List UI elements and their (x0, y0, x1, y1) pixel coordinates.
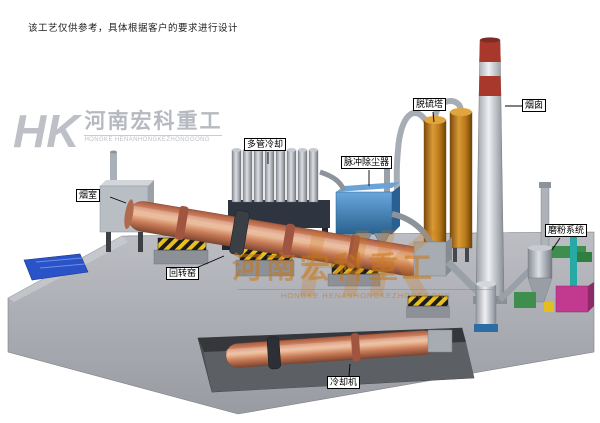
leader-lines (109, 105, 561, 377)
label-smoke-chamber: 烟室 (76, 189, 101, 202)
label-rotary-kiln: 回转窑 (166, 267, 200, 280)
label-desulfurization-tower: 脱硫塔 (413, 98, 447, 111)
rotary-kiln-graphic (124, 199, 425, 277)
label-grinding-system: 磨粉系统 (545, 224, 588, 237)
label-multi-tube-cooler: 多管冷却 (244, 138, 287, 151)
label-pulse-dust-collector: 脉冲除尘器 (341, 156, 393, 169)
cooling-machine-graphic (225, 329, 453, 370)
design-note: 该工艺仅供参考，具体根据客户的要求进行设计 (28, 23, 239, 34)
label-cooling-machine: 冷却机 (327, 376, 361, 389)
pallet-graphic (23, 253, 89, 281)
kiln-head-graphic (413, 237, 481, 295)
chimney-graphic (473, 37, 507, 304)
grinding-system-graphic (497, 236, 594, 313)
label-chimney: 烟囱 (522, 99, 547, 112)
auxiliary-equipment-graphic (406, 281, 498, 332)
